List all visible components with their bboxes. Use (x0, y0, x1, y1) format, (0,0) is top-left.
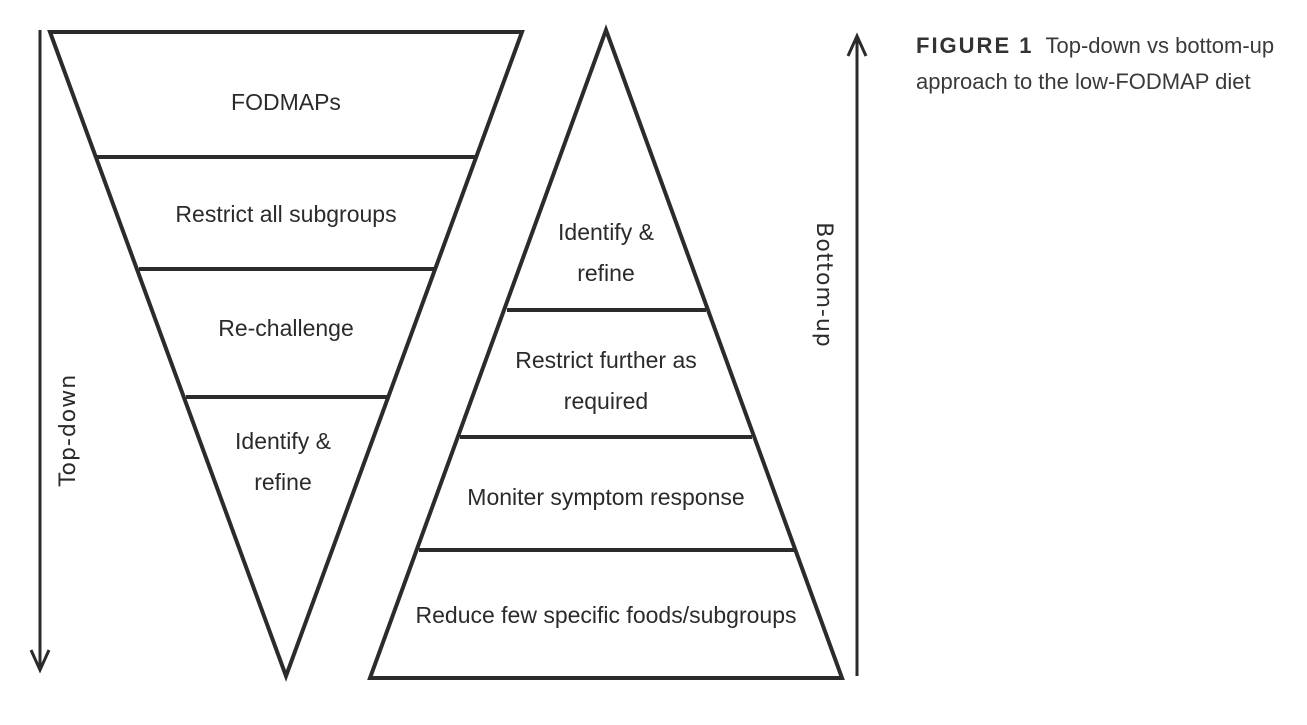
figure-number: FIGURE 1 (916, 33, 1034, 58)
bottom-up-label: Bottom-up (811, 222, 836, 348)
level-text: Restrict all subgroups (175, 201, 396, 227)
level-text: Restrict further as (515, 347, 697, 373)
bottom-up-arrow (846, 32, 868, 676)
level-text: FODMAPs (231, 89, 341, 115)
top-down-level-1: FODMAPs (231, 89, 341, 115)
level-text: refine (577, 260, 635, 286)
bottom-up-level-1: Identify & refine (558, 219, 654, 286)
bottom-up-level-3: Moniter symptom response (467, 484, 744, 510)
top-down-arrow (29, 30, 51, 674)
caption-line-1: Top-down vs bottom-up (1045, 33, 1275, 58)
caption-line-2: approach to the low-FODMAP diet (916, 69, 1251, 94)
level-text: Reduce few specific foods/subgroups (416, 602, 797, 628)
level-text: Identify & (558, 219, 654, 245)
level-text: Moniter symptom response (467, 484, 744, 510)
top-down-level-3: Re-challenge (218, 315, 354, 341)
top-down-level-2: Restrict all subgroups (175, 201, 396, 227)
bottom-up-level-2: Restrict further as required (515, 347, 697, 414)
upright-triangle (367, 24, 845, 680)
level-text: Re-challenge (218, 315, 354, 341)
top-down-level-4: Identify & refine (235, 428, 331, 495)
level-text: refine (254, 469, 312, 495)
top-down-label: Top-down (56, 374, 81, 487)
level-text: required (564, 388, 648, 414)
figure-caption: FIGURE 1 Top-down vs bottom-up approach t… (916, 28, 1296, 100)
level-text: Identify & (235, 428, 331, 454)
inverted-triangle (47, 30, 525, 682)
bottom-up-level-4: Reduce few specific foods/subgroups (416, 602, 797, 628)
